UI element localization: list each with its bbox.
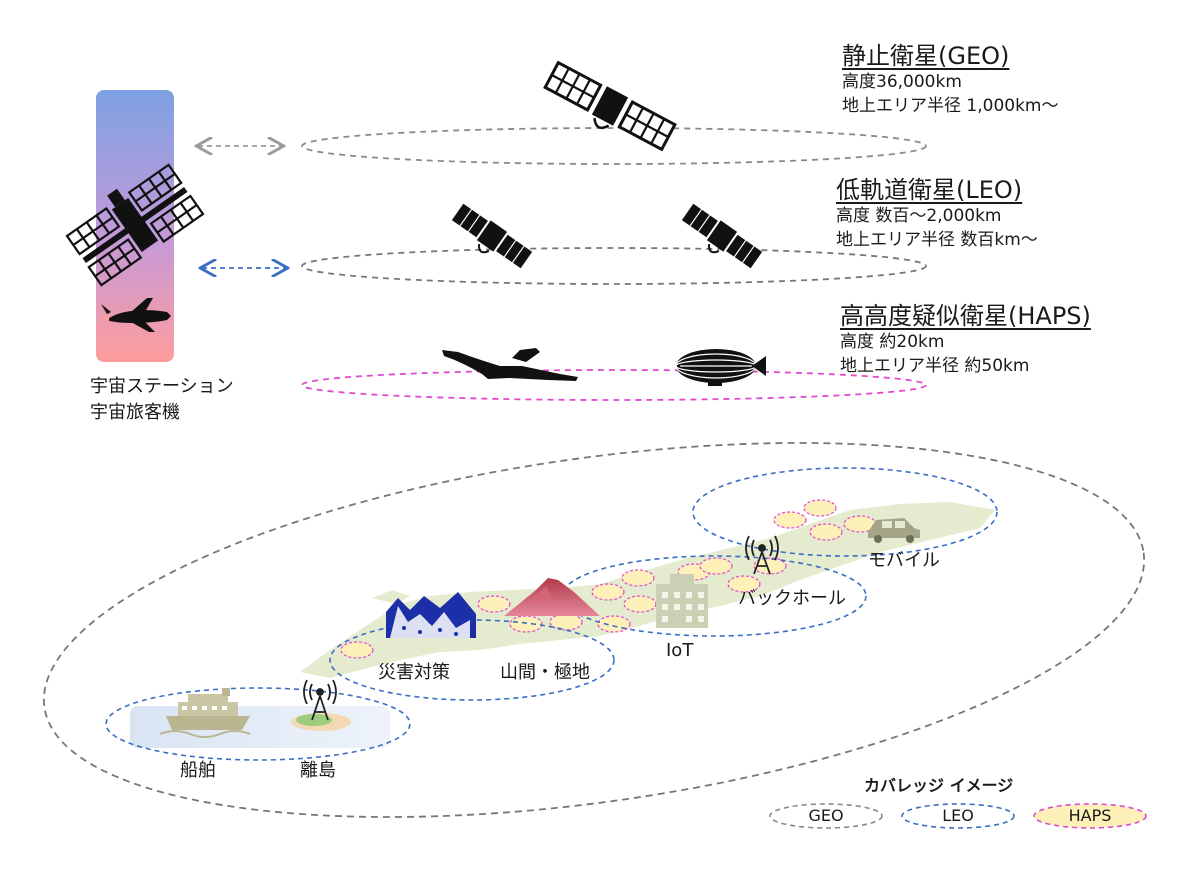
geo-radius: 地上エリア半径 1,000km～ — [842, 96, 1059, 116]
building-icon — [656, 574, 708, 628]
region-disaster: 災害対策 — [378, 662, 450, 683]
space-station-icon — [65, 163, 205, 287]
car-icon — [868, 518, 920, 543]
leo-title: 低軌道衛星(LEO) — [836, 176, 1023, 204]
legend-leo: LEO — [942, 806, 974, 825]
geo-title: 静止衛星(GEO) — [842, 42, 1010, 70]
sea-area — [130, 706, 390, 748]
glider-icon — [442, 348, 578, 381]
legend-geo: GEO — [808, 806, 844, 825]
region-island: 離島 — [300, 760, 336, 781]
station-label: 宇宙ステーション — [90, 376, 234, 397]
region-ship: 船舶 — [180, 760, 216, 781]
region-mountain: 山間・極地 — [500, 662, 590, 683]
antenna-icon — [745, 535, 779, 575]
volcano-icon — [504, 578, 600, 616]
antenna-icon — [303, 679, 337, 721]
shuttle-label: 宇宙旅客機 — [90, 402, 180, 423]
haps-radius: 地上エリア半径 約50km — [840, 356, 1030, 376]
satellite-icon — [451, 203, 533, 269]
mountain-icon — [386, 592, 476, 638]
legend-swatches — [769, 803, 1147, 829]
leo-radius: 地上エリア半径 数百km～ — [836, 230, 1038, 250]
geo-altitude: 高度36,000km — [842, 72, 962, 92]
legend-title: カバレッジ イメージ — [864, 776, 1014, 795]
geo-coverage — [42, 442, 1146, 818]
region-iot: IoT — [666, 640, 694, 661]
leo-orbit — [301, 247, 927, 285]
region-backhaul: バックホール — [738, 588, 846, 609]
ship-icon — [159, 688, 251, 738]
haps-title: 高高度疑似衛星(HAPS) — [840, 302, 1091, 330]
satellite-icon — [681, 203, 763, 269]
space-shuttle-icon — [101, 298, 171, 332]
satellite-icon — [543, 60, 677, 152]
leo-altitude: 高度 数百～2,000km — [836, 206, 1002, 226]
geo-orbit — [301, 127, 927, 165]
airship-icon — [675, 349, 766, 386]
region-mobile: モバイル — [868, 550, 940, 571]
island-icon — [291, 713, 351, 731]
legend-haps: HAPS — [1068, 806, 1112, 825]
haps-orbit — [301, 369, 927, 401]
haps-altitude: 高度 約20km — [840, 332, 945, 352]
